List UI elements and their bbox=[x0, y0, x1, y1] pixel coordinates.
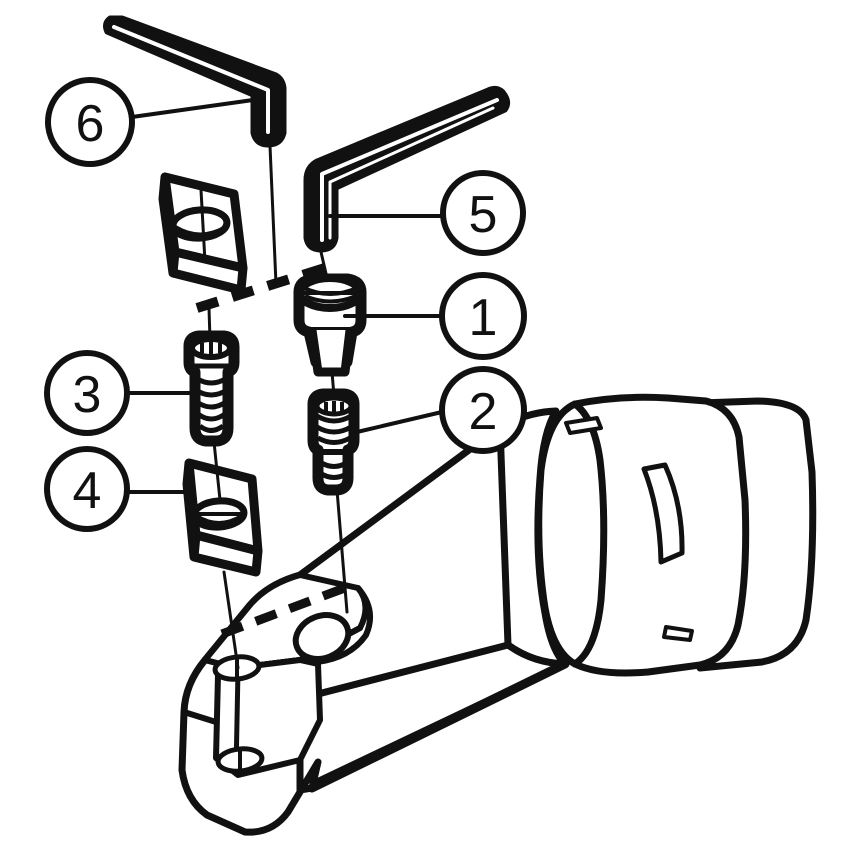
insert-pocket-wall bbox=[213, 672, 221, 761]
callout-label-5: 5 bbox=[469, 186, 498, 244]
leader-line-2 bbox=[355, 410, 444, 434]
clamp-screw-lower-threads bbox=[318, 459, 350, 480]
callout-label-1: 1 bbox=[469, 289, 498, 347]
callout-circle-1[interactable] bbox=[439, 272, 527, 360]
tool-head-locating-bore bbox=[292, 612, 352, 662]
callout-circle-2[interactable] bbox=[439, 366, 527, 454]
shim-seat-plate bbox=[182, 458, 263, 577]
callout-circle-3[interactable] bbox=[44, 350, 130, 436]
axis-hexkey5-down bbox=[319, 250, 329, 280]
coupling-notch-top bbox=[564, 416, 603, 435]
assembly-axis-lines bbox=[199, 144, 349, 670]
hex-key-small-highlight-2 bbox=[328, 106, 495, 240]
tool-head-front-bevel bbox=[181, 709, 219, 725]
hex-key-large bbox=[103, 15, 287, 148]
shim-screw-threads bbox=[194, 375, 229, 433]
shim-screw-socket-flutes bbox=[200, 342, 222, 354]
tool-holder-body bbox=[178, 393, 817, 836]
clamp-sleeve-cone bbox=[307, 329, 355, 377]
clamp-screw bbox=[307, 388, 360, 496]
callout-label-4: 4 bbox=[73, 462, 102, 520]
axis-sleeve-to-screw bbox=[330, 370, 336, 398]
callout-balloon-4[interactable]: 4 bbox=[44, 446, 130, 532]
shim-seat-bore-inner bbox=[194, 514, 244, 527]
axis-insert-down bbox=[199, 188, 207, 264]
clamp-screw-upper-threads bbox=[315, 413, 353, 445]
axis-shimscrew-up bbox=[207, 306, 212, 342]
axis-hexkey6-down bbox=[268, 144, 278, 286]
head-dashed-reference bbox=[220, 581, 352, 639]
cutting-insert-left-edge bbox=[158, 176, 178, 274]
callout-balloon-6[interactable]: 6 bbox=[45, 77, 135, 167]
insert-to-pocket-dashed-line bbox=[195, 263, 327, 313]
hex-key-small-highlight-1 bbox=[320, 98, 499, 242]
hex-key-large-body bbox=[103, 15, 287, 148]
callout-label-2: 2 bbox=[469, 383, 498, 441]
callout-balloon-1[interactable]: 1 bbox=[439, 272, 527, 360]
callout-balloon-3[interactable]: 3 bbox=[44, 350, 130, 436]
callout-balloons: 6 5 1 2 3 4 bbox=[44, 77, 527, 532]
callout-label-3: 3 bbox=[73, 366, 102, 424]
callout-circle-5[interactable] bbox=[440, 170, 526, 256]
callout-circle-6[interactable] bbox=[45, 77, 135, 167]
hex-key-large-highlight bbox=[112, 25, 270, 134]
callout-balloon-5[interactable]: 5 bbox=[440, 170, 526, 256]
leader-line-6 bbox=[130, 98, 255, 119]
callout-balloon-2[interactable]: 2 bbox=[439, 366, 527, 454]
shim-seat-left-edge bbox=[182, 462, 199, 558]
coupling-drive-slot bbox=[641, 462, 685, 565]
cutting-insert-bore-inner bbox=[173, 225, 228, 239]
callout-leader-lines bbox=[125, 98, 445, 494]
shank-lower-edge bbox=[307, 659, 570, 793]
shim-screw bbox=[183, 330, 240, 447]
coupling-notch-bottom bbox=[662, 625, 694, 642]
callout-label-6: 6 bbox=[76, 95, 105, 153]
tool-head-nose-arc bbox=[314, 585, 374, 665]
callout-circle-4[interactable] bbox=[44, 446, 130, 532]
hex-key-small-body bbox=[303, 85, 511, 253]
axis-screw-to-head bbox=[335, 488, 349, 614]
clamp-screw-socket-flutes bbox=[324, 401, 344, 412]
axis-shimscrew-to-shim bbox=[212, 440, 222, 502]
axis-shim-to-head bbox=[222, 570, 240, 670]
hex-key-small bbox=[303, 85, 511, 253]
